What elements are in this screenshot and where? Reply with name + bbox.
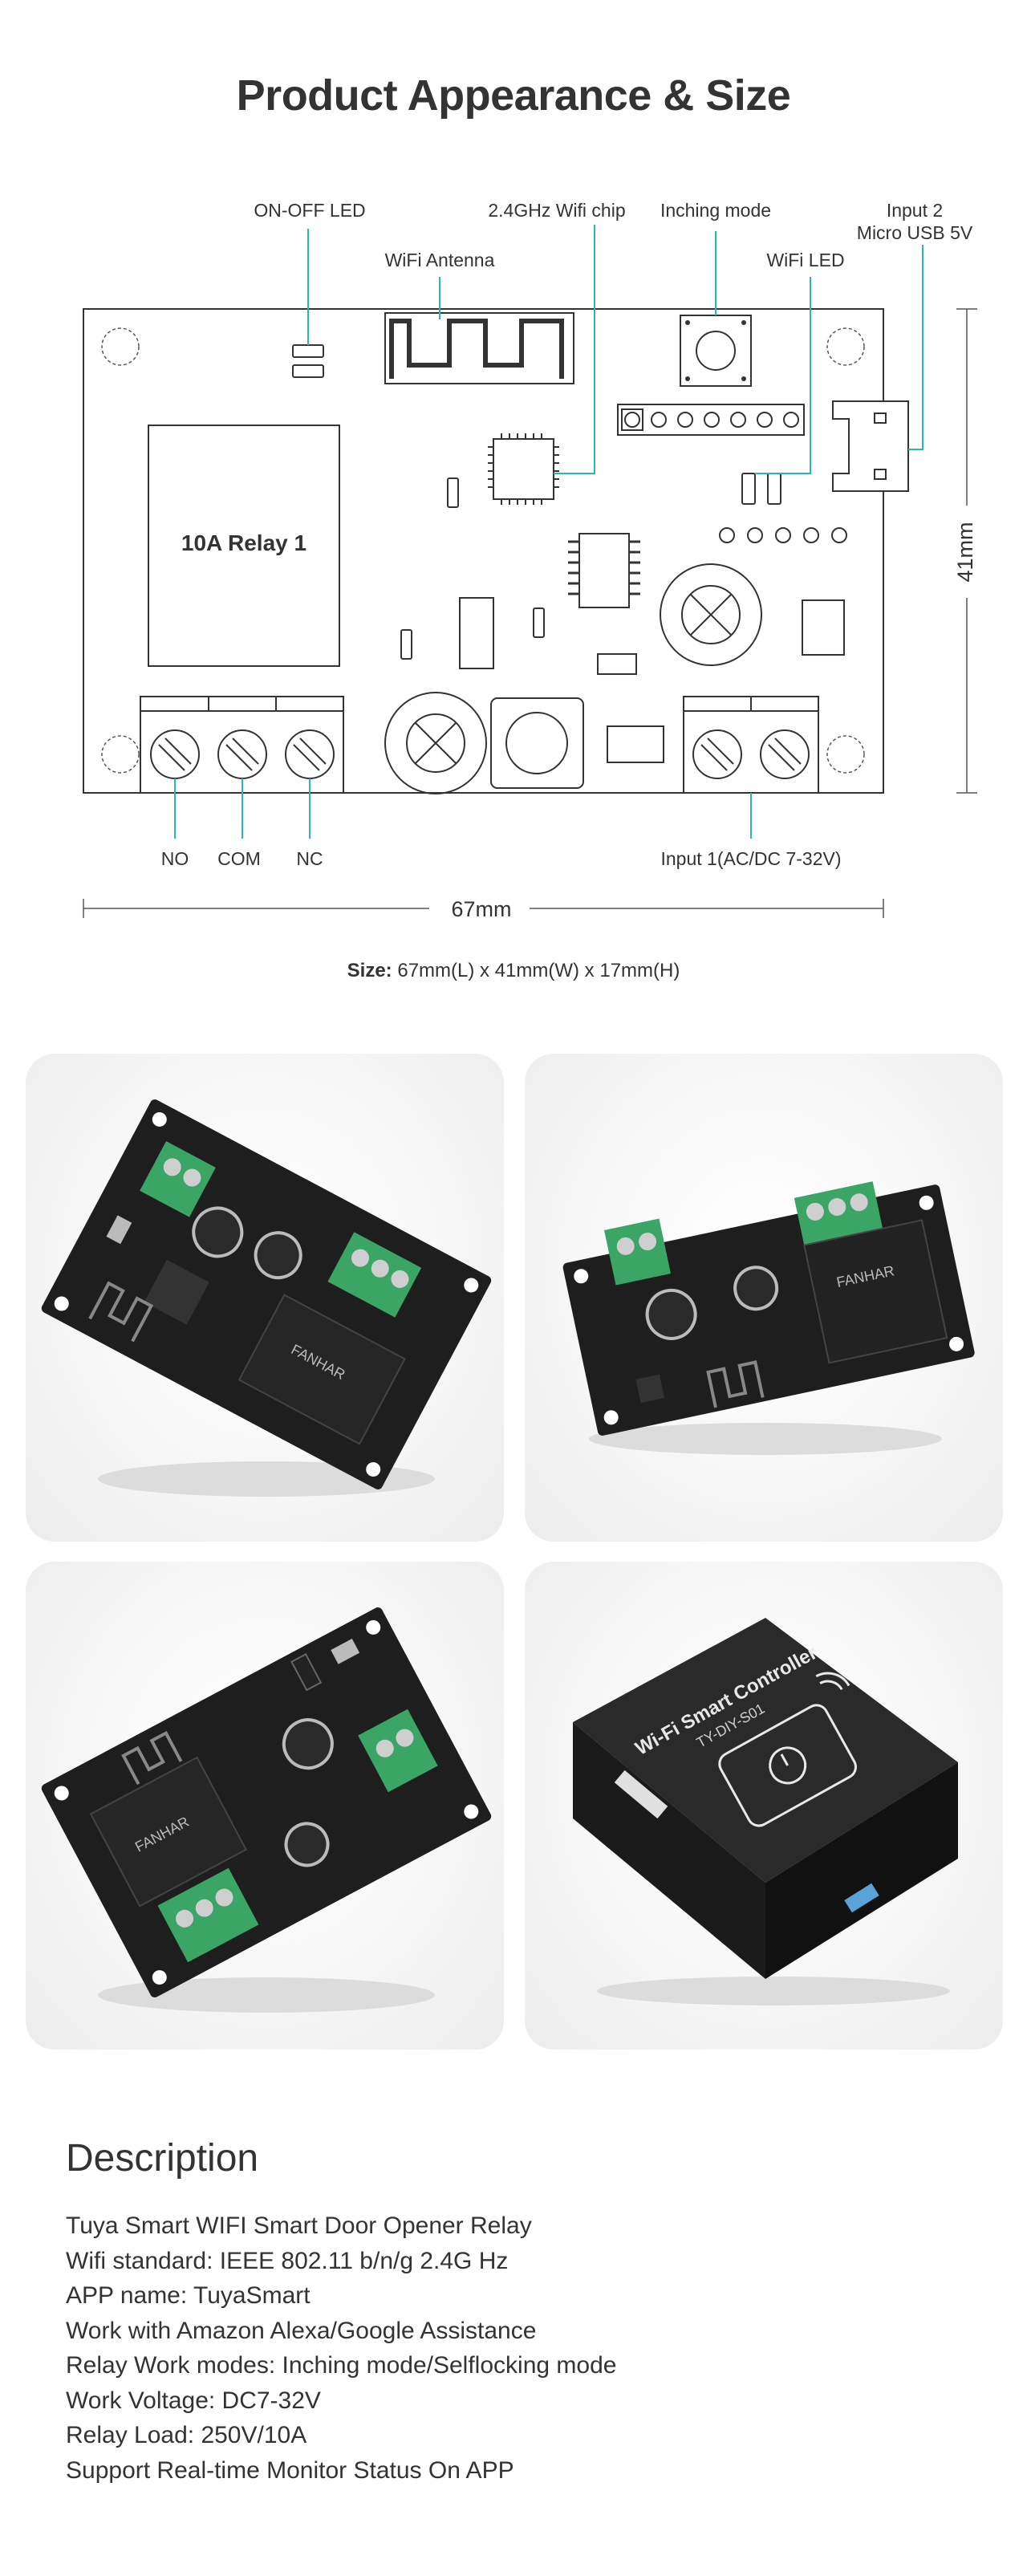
product-photo-board-rotated: FANHAR xyxy=(26,1562,504,2050)
pcb-board xyxy=(41,1099,492,1490)
board-diagram: 10A Relay 1 xyxy=(83,200,977,921)
label-inching-mode: Inching mode xyxy=(660,200,771,221)
capacitor xyxy=(660,563,762,666)
description-line: Work Voltage: DC7-32V xyxy=(66,2387,321,2414)
description-line: Relay Work modes: Inching mode/Selflocki… xyxy=(66,2352,617,2379)
mount-hole xyxy=(101,327,140,366)
terminal-block xyxy=(603,1218,672,1286)
smd-component xyxy=(459,597,494,669)
label-com: COM xyxy=(217,848,261,869)
mount-hole xyxy=(101,735,140,774)
phone-icon xyxy=(718,1704,857,1827)
relay xyxy=(237,1294,406,1445)
smd-component xyxy=(597,653,637,675)
box-side xyxy=(765,1762,958,1979)
label-input1: Input 1(AC/DC 7-32V) xyxy=(661,848,842,869)
smd-component xyxy=(447,477,459,508)
label-no: NO xyxy=(161,848,189,869)
capacitor xyxy=(192,1206,244,1258)
label-on-off-led: ON-OFF LED xyxy=(254,200,365,221)
description-line: Support Real-time Monitor Status On APP xyxy=(66,2456,514,2484)
capacitor xyxy=(645,1288,697,1340)
label-wifi-antenna: WiFi Antenna xyxy=(385,250,495,270)
product-photo-board-side: FANHAR xyxy=(525,1054,1003,1542)
ic-chip xyxy=(578,533,630,608)
smd-component xyxy=(802,599,845,656)
relay-body xyxy=(148,425,340,667)
wifi-antenna xyxy=(384,312,574,384)
header-pins xyxy=(617,404,805,436)
smd-component xyxy=(607,725,664,763)
wifi-signal-icon xyxy=(815,1672,850,1691)
label-nc: NC xyxy=(296,848,323,869)
mount-hole xyxy=(826,327,865,366)
description-line: Wifi standard: IEEE 802.11 b/n/g 2.4G Hz xyxy=(66,2247,509,2274)
label-input2-line2: Micro USB 5V xyxy=(857,222,973,243)
page-title: Product Appearance & Size xyxy=(236,71,791,120)
power-icon xyxy=(769,1746,807,1785)
wifi-chip xyxy=(493,438,554,500)
description-line: Relay Load: 250V/10A xyxy=(66,2422,307,2448)
capacitor xyxy=(284,1822,330,1867)
mount-hole xyxy=(826,735,865,774)
smd-component xyxy=(400,629,412,660)
relay xyxy=(803,1219,948,1364)
product-photo-board-angled: FANHAR xyxy=(26,1054,504,1542)
terminal-block xyxy=(358,1709,438,1793)
terminal-block xyxy=(140,1140,216,1217)
size-spec: Size: 67mm(L) x 41mm(W) x 17mm(H) xyxy=(0,960,1027,982)
led-pad xyxy=(292,364,324,378)
antenna-trace xyxy=(389,319,564,379)
label-wifi-led: WiFi LED xyxy=(766,250,844,270)
width-dimension: 67mm xyxy=(451,897,511,921)
relay-label: 10A Relay 1 xyxy=(181,530,306,555)
capacitor xyxy=(254,1231,302,1280)
label-wifi-chip: 2.4GHz Wifi chip xyxy=(488,200,625,221)
button-cap xyxy=(696,331,736,371)
label-input2-line1: Input 2 xyxy=(887,200,943,221)
pcb-board xyxy=(41,1607,492,1998)
product-photo-box: Wi-Fi Smart Controller TY-DIY-S01 xyxy=(525,1562,1003,2050)
capacitor xyxy=(384,692,487,794)
relay xyxy=(89,1756,247,1908)
capacitor xyxy=(733,1266,779,1311)
box-top xyxy=(573,1618,958,1883)
size-label: Size: xyxy=(347,960,392,981)
description-title: Description xyxy=(66,2137,259,2180)
terminal-block-output xyxy=(140,696,344,794)
height-dimension: 41mm xyxy=(953,522,977,582)
smd-component xyxy=(533,607,545,638)
description-line: Tuya Smart WIFI Smart Door Opener Relay xyxy=(66,2212,532,2239)
description-list: Tuya Smart WIFI Smart Door Opener Relay … xyxy=(66,2208,616,2488)
size-value: 67mm(L) x 41mm(W) x 17mm(H) xyxy=(392,960,680,981)
capacitor xyxy=(282,1718,334,1770)
description-line: Work with Amazon Alexa/Google Assistance xyxy=(66,2317,537,2344)
inductor xyxy=(490,697,584,789)
micro-usb-port xyxy=(832,400,909,492)
description-line: APP name: TuyaSmart xyxy=(66,2282,311,2309)
wifi-led xyxy=(741,473,756,505)
